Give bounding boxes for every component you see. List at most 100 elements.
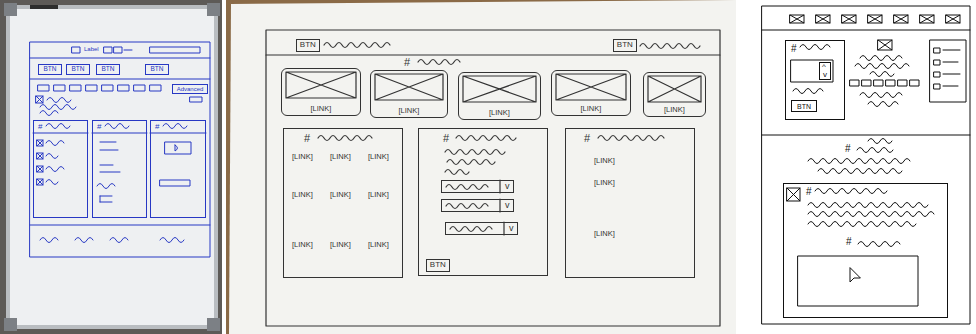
ink-line: [503, 222, 504, 235]
outline-rect: [934, 84, 940, 89]
image-card: [LINK]: [551, 70, 631, 116]
node-text: v: [505, 182, 510, 191]
heading-mark: #: [791, 44, 797, 54]
node-text: [LINK]: [664, 106, 685, 114]
image-card: [LINK]: [458, 72, 541, 120]
scribble-text: [318, 136, 372, 141]
scribble-text: [808, 222, 916, 227]
scribble-text: [110, 238, 128, 243]
button: BTN: [66, 64, 90, 75]
column-panel: #: [150, 120, 206, 218]
ink-line: [266, 54, 720, 55]
image-placeholder: [868, 15, 882, 23]
outline-rect: [791, 60, 833, 82]
image-card: [LINK]: [370, 70, 448, 118]
scribble-text: [870, 72, 894, 77]
ink-line: [943, 86, 958, 87]
scribble-text: [640, 44, 700, 49]
ink-line: [100, 142, 116, 143]
node-text: [LINK]: [368, 153, 389, 161]
outline-rect: [898, 80, 907, 86]
column-panel: #: [92, 120, 147, 218]
outline-rect: [934, 72, 940, 77]
ink-mark: [850, 268, 860, 282]
image-card: [LINK]: [281, 68, 361, 116]
outline-rect: [165, 142, 191, 154]
image-placeholder: [648, 76, 701, 102]
node-text: ^: [822, 63, 826, 71]
node-text: [LINK]: [292, 153, 313, 161]
content-panel: #[LINK][LINK][LINK]: [565, 128, 695, 278]
image-placeholder: [286, 72, 356, 98]
node-text: [LINK]: [580, 105, 601, 113]
ink-line: [100, 172, 120, 173]
photo-background: [226, 0, 736, 334]
node-text: BTN: [102, 66, 115, 73]
node-text: [LINK]: [368, 241, 389, 249]
node-text: [LINK]: [594, 179, 615, 187]
scribble-text: [860, 56, 902, 61]
ink-line: [100, 150, 118, 151]
outline-rect: [930, 40, 966, 102]
node-text: [LINK]: [330, 191, 351, 199]
photo-background: [229, 0, 736, 334]
node-text: BTN: [430, 261, 446, 269]
outline-rect: [762, 6, 970, 324]
node-text: [LINK]: [330, 241, 351, 249]
dropdown: v: [441, 180, 514, 193]
scribble-text: [324, 43, 390, 48]
field-label: Label: [84, 46, 99, 52]
heading-mark: #: [304, 133, 310, 144]
scribble-text: [808, 159, 910, 164]
scribble-text: [450, 227, 492, 232]
image-placeholder: [556, 74, 626, 100]
scribble-text: [46, 167, 64, 172]
ink-line: [150, 133, 206, 134]
scribble-text: [860, 93, 902, 98]
node-text: BTN: [617, 41, 633, 49]
outline-rect: [114, 47, 122, 53]
photo-background: [207, 3, 220, 16]
scribble-text: [446, 204, 488, 209]
node-text: BTN: [44, 66, 57, 73]
outline-rect: [150, 47, 200, 53]
spinner: ^v: [819, 62, 831, 80]
outline-rect: [910, 80, 919, 86]
outline-rect: [874, 80, 883, 86]
dropdown: v: [441, 199, 514, 212]
outline-rect: [134, 85, 145, 91]
scribble-text: [445, 170, 469, 175]
outline-rect: [886, 80, 895, 86]
scribble-text: [46, 180, 58, 185]
button: BTN: [791, 100, 817, 112]
image-card: [LINK]: [643, 72, 706, 117]
scribble-text: [808, 212, 934, 217]
scribble-text: [868, 139, 892, 144]
photo-background: [10, 9, 214, 325]
scribble-text: [857, 148, 893, 153]
node-text: v: [823, 71, 827, 79]
node-text: BTN: [72, 66, 85, 73]
node-text: [LINK]: [398, 107, 419, 115]
outline-rect: [102, 85, 113, 91]
ink-line: [100, 202, 112, 203]
image-placeholder: [790, 15, 804, 23]
node-text: [LINK]: [489, 109, 510, 117]
ink-line: [30, 79, 210, 80]
outline-rect: [30, 42, 210, 257]
image-placeholder: [37, 179, 43, 185]
outline-rect: [190, 97, 202, 102]
dropdown: v: [445, 222, 518, 235]
scribble-text: [446, 185, 488, 190]
heading-mark: #: [404, 57, 410, 68]
ink-mark: [175, 145, 178, 151]
node-text: [LINK]: [310, 105, 331, 113]
heading-mark: #: [443, 133, 449, 144]
content-panel: ##: [783, 183, 948, 318]
scribble-text: [808, 203, 928, 208]
outline-rect: [118, 85, 129, 91]
image-placeholder: [878, 40, 892, 50]
ink-line: [100, 196, 112, 197]
